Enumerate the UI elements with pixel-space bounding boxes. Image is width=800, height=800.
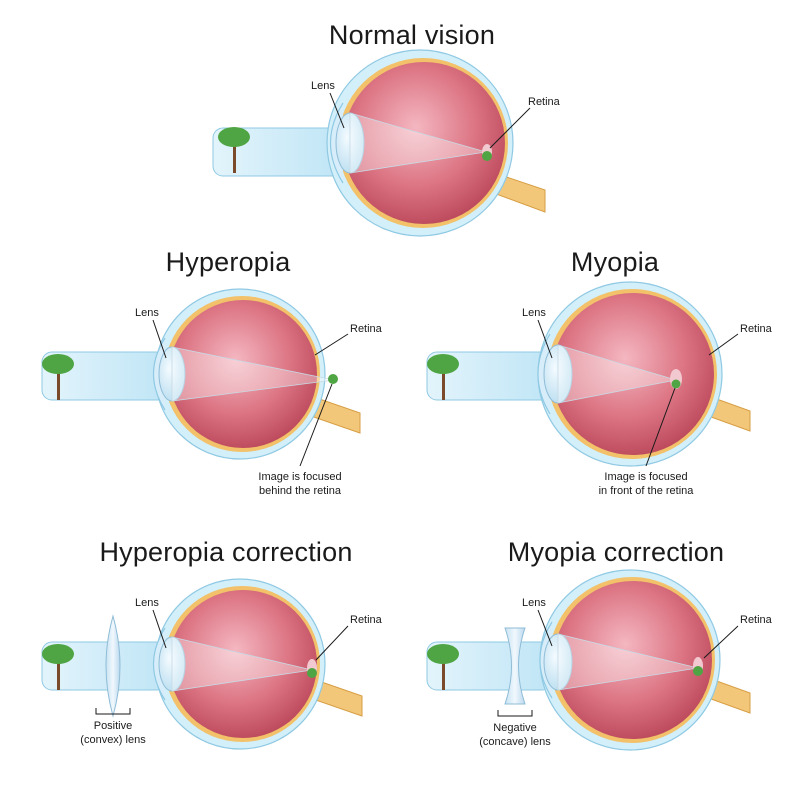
caption-line: Image is focused bbox=[604, 471, 688, 483]
tree-icon bbox=[42, 644, 74, 690]
concave-lens bbox=[504, 627, 526, 705]
myopia-correction-eye bbox=[426, 569, 751, 751]
convex-lens-caption: Positive (convex) lens bbox=[80, 719, 145, 747]
hyperopia-correction-eye bbox=[41, 578, 363, 750]
lens-label: Lens bbox=[311, 80, 335, 92]
tree-icon bbox=[427, 354, 459, 400]
light-rays bbox=[557, 344, 677, 404]
lens-label: Lens bbox=[522, 307, 546, 319]
eyeball bbox=[552, 293, 714, 455]
retina-label: Retina bbox=[350, 323, 382, 335]
caption-line: Image is focused bbox=[258, 471, 342, 483]
retina-label: Retina bbox=[740, 614, 772, 626]
myopia-caption: Image is focused in front of the retina bbox=[599, 470, 694, 498]
focused-image bbox=[482, 151, 492, 161]
eyeball bbox=[343, 62, 505, 224]
caption-line: in front of the retina bbox=[598, 485, 694, 497]
title-myopia: Myopia bbox=[570, 247, 660, 277]
normal-vision-eye bbox=[212, 49, 546, 237]
hyperopia-caption: Image is focused behind the retina bbox=[258, 470, 341, 498]
lens-bracket bbox=[95, 708, 131, 715]
eyeball bbox=[169, 590, 317, 738]
lens-label: Lens bbox=[135, 307, 159, 319]
concave-lens-caption: Negative (concave) lens bbox=[479, 721, 551, 749]
caption-line: Negative bbox=[493, 722, 537, 734]
title-hyperopia: Hyperopia bbox=[165, 247, 291, 277]
lens-label: Lens bbox=[135, 597, 159, 609]
focused-image bbox=[671, 379, 681, 389]
hyperopia-eye bbox=[41, 288, 361, 467]
lens-bracket bbox=[497, 710, 533, 717]
title-hyperopia-correction: Hyperopia correction bbox=[99, 537, 353, 567]
retina-label: Retina bbox=[528, 96, 560, 108]
light-rays bbox=[349, 112, 487, 174]
caption-line: (concave) lens bbox=[479, 736, 551, 748]
caption-line: (convex) lens bbox=[80, 734, 146, 746]
tree-icon bbox=[427, 644, 459, 690]
retina-label: Retina bbox=[740, 323, 772, 335]
light-rays bbox=[171, 636, 313, 692]
tree-icon bbox=[218, 127, 250, 173]
lens-label: Lens bbox=[522, 597, 546, 609]
myopia-eye bbox=[426, 281, 751, 467]
retina-label: Retina bbox=[350, 614, 382, 626]
light-rays bbox=[171, 346, 335, 402]
caption-line: Positive bbox=[93, 720, 133, 732]
focused-image bbox=[307, 668, 317, 678]
title-normal-vision: Normal vision bbox=[328, 20, 496, 50]
focused-image bbox=[693, 666, 703, 676]
title-myopia-correction: Myopia correction bbox=[507, 537, 725, 567]
eyeball bbox=[169, 300, 317, 448]
tree-icon bbox=[42, 354, 74, 400]
caption-line: behind the retina bbox=[259, 485, 341, 497]
convex-lens bbox=[105, 614, 121, 718]
focused-image bbox=[328, 374, 338, 384]
light-rays bbox=[557, 633, 699, 691]
eyeball bbox=[554, 581, 712, 739]
